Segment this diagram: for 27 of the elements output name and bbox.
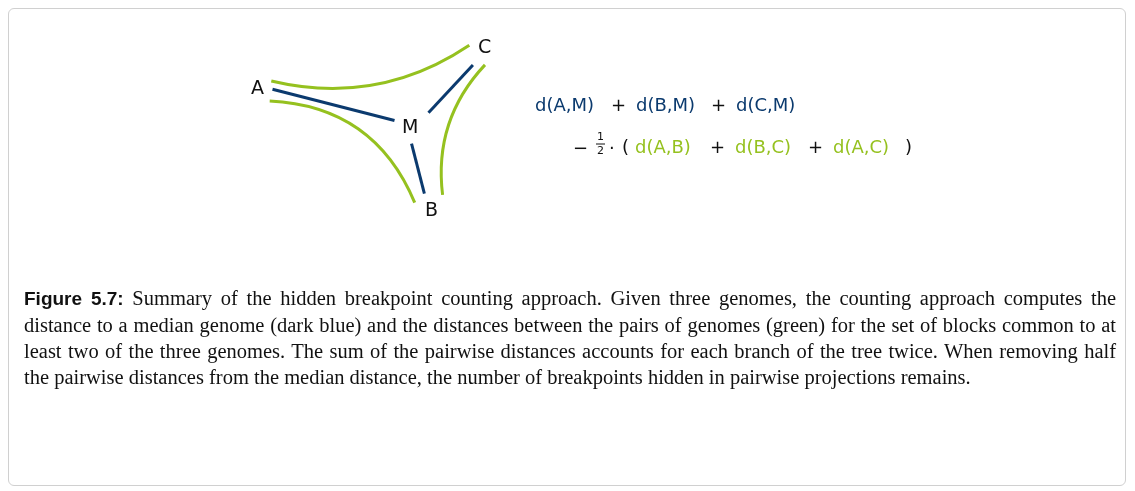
fraction-digit: 2 [597,145,604,156]
math-symbol: − [573,139,589,157]
curved-line [439,63,487,195]
formula-term: d(B,C) [735,138,792,156]
line [427,63,475,114]
vertex-label: M [400,116,421,137]
formula-term: d(C,M) [736,96,796,114]
math-symbol: ) [905,138,913,156]
line [272,87,395,122]
vertex-label: A [249,77,266,98]
vertex-label: C [476,36,494,57]
fraction-digit: 1 [597,131,604,142]
math-symbol: + [808,138,824,156]
vertex-label: B [423,199,441,220]
curved-line [271,43,471,90]
math-symbol: + [611,96,627,114]
math-symbol: + [711,96,727,114]
figure-caption: Figure 5.7: Summary of the hidden breakpoint counting approach. Given three genomes, the counting approach computes the distance to a median genome (dark blue) and the distances between the pairs of genomes (green) for the set of blocks common to at least two of the three genomes. The sum of the pairwise distances accounts for each branch of the tree twice. When removing half the pairwise distances from the median distance, the number of breakpoints hidden in pairwise projections remains. [24,286,1116,390]
curved-line [269,99,417,204]
formula-term: d(B,M) [636,96,696,114]
math-symbol: + [710,138,726,156]
line [410,143,426,195]
formula-term: d(A,B) [635,138,691,156]
formula-term: d(A,M) [535,96,595,114]
math-symbol: · [609,139,615,157]
math-symbol: ( [622,138,630,156]
formula-term: d(A,C) [833,138,890,156]
